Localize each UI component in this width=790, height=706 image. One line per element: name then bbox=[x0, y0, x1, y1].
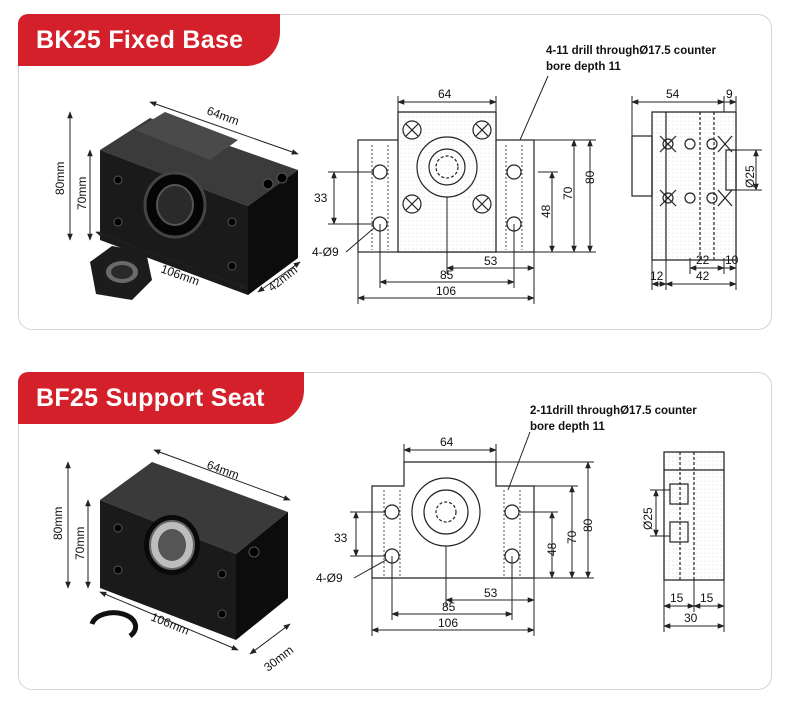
bk25-photo-height: 80mm bbox=[53, 162, 67, 195]
bf25-title: BF25 Support Seat bbox=[36, 383, 265, 412]
bk25-side-dim-25: Ø25 bbox=[743, 165, 757, 188]
bf25-side-view bbox=[663, 451, 725, 581]
bf25-photo-depth: 30mm bbox=[261, 643, 296, 675]
bk25-side-dim-54: 54 bbox=[666, 87, 680, 101]
bf25-dim-48: 48 bbox=[545, 542, 559, 556]
bk25-dim-85: 85 bbox=[440, 268, 454, 282]
bk25-dim-53: 53 bbox=[484, 254, 498, 268]
bf25-side-dim-25: Ø25 bbox=[641, 507, 655, 530]
bk25-dim-48: 48 bbox=[539, 204, 553, 218]
bf25-note-line2: bore depth 11 bbox=[530, 421, 605, 433]
bf25-dim-70: 70 bbox=[565, 530, 579, 544]
bf25-side-dim-15b: 15 bbox=[700, 591, 714, 605]
bk25-side-dim-12: 12 bbox=[650, 269, 664, 283]
bf25-side-dim-30: 30 bbox=[684, 611, 698, 625]
bk25-note-line2: bore depth 11 bbox=[546, 61, 621, 73]
bf25-photo-inner-height: 70mm bbox=[73, 527, 87, 560]
bf25-dim-33: 33 bbox=[334, 531, 348, 545]
bf25-photo-height: 80mm bbox=[51, 507, 65, 540]
bk25-note-line1: 4-11 drill throughØ17.5 counter bbox=[546, 45, 717, 57]
bk25-side-dim-22: 22 bbox=[696, 253, 710, 267]
bk25-photo-dimensions bbox=[67, 101, 301, 293]
bk25-side-dim-10: 10 bbox=[725, 253, 739, 267]
bk25-hole-spec: 4-Ø9 bbox=[312, 245, 339, 259]
bk25-photo-width: 64mm bbox=[205, 104, 241, 129]
bk25-dim-33: 33 bbox=[314, 191, 328, 205]
bf25-dim-53: 53 bbox=[484, 586, 498, 600]
bk25-side-dim-9: 9 bbox=[726, 87, 733, 101]
bk25-dim-70: 70 bbox=[561, 186, 575, 200]
bf25-dim-106: 106 bbox=[438, 616, 458, 630]
bk25-photo-inner-height: 70mm bbox=[75, 177, 89, 210]
bk25-side-view bbox=[631, 111, 737, 261]
bf25-photo-width: 64mm bbox=[205, 458, 241, 483]
bk25-side-dimension-lines bbox=[631, 96, 762, 290]
bf25-hole-spec: 4-Ø9 bbox=[316, 571, 343, 585]
bf25-note-line1: 2-11drill throughØ17.5 counter bbox=[530, 405, 697, 417]
bf25-dim-64: 64 bbox=[440, 435, 454, 449]
bk25-title-banner: BK25 Fixed Base bbox=[18, 14, 280, 66]
bf25-front-dimension-lines bbox=[350, 431, 594, 636]
bk25-dim-106: 106 bbox=[436, 284, 456, 298]
bk25-dim-64: 64 bbox=[438, 87, 452, 101]
bf25-dim-85: 85 bbox=[442, 600, 456, 614]
bf25-side-dim-15a: 15 bbox=[670, 591, 684, 605]
bf25-dim-80: 80 bbox=[581, 518, 595, 532]
bf25-photo-dimensions bbox=[65, 449, 291, 655]
bk25-title: BK25 Fixed Base bbox=[36, 25, 244, 54]
bk25-front-dimension-lines bbox=[328, 75, 596, 304]
bk25-side-dim-42: 42 bbox=[696, 269, 710, 283]
bk25-dim-80: 80 bbox=[583, 170, 597, 184]
bf25-title-banner: BF25 Support Seat bbox=[18, 372, 304, 424]
bf25-side-dimension-lines bbox=[650, 489, 725, 632]
bk25-front-view bbox=[357, 111, 535, 253]
bf25-front-view bbox=[371, 461, 535, 579]
